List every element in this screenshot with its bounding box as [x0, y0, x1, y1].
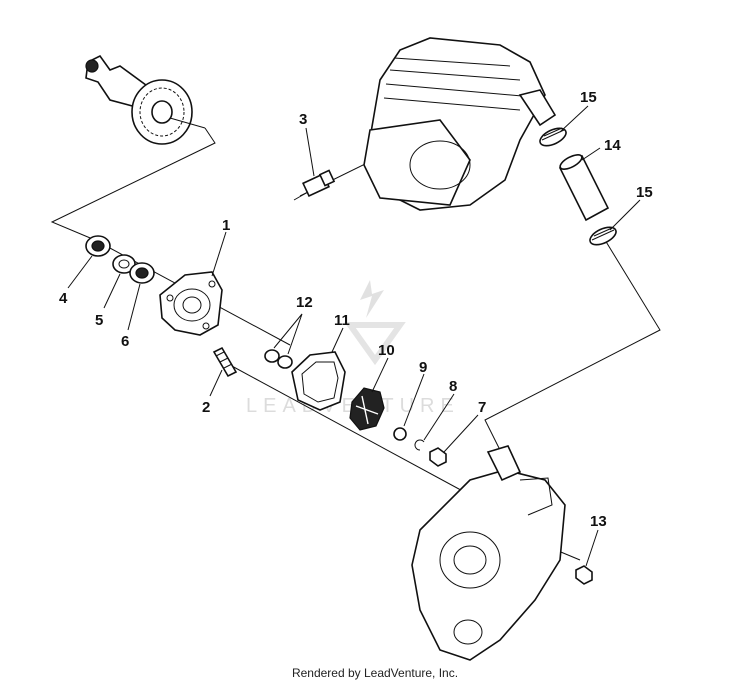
callout-8: 8	[449, 378, 457, 395]
callout-leaders	[67, 105, 641, 567]
callout-11: 11	[334, 312, 350, 329]
part-hose-clamp-lower	[589, 226, 617, 246]
callout-9: 9	[419, 359, 427, 376]
engine-crankcase-cover	[411, 445, 566, 661]
part-bearing-right	[129, 262, 155, 284]
callout-15-lower: 15	[636, 184, 653, 201]
callout-13: 13	[590, 513, 607, 530]
callout-1: 1	[222, 217, 230, 234]
callout-7: 7	[478, 399, 486, 416]
callout-4: 4	[59, 290, 68, 307]
leadventure-watermark: LEADVENTURE	[246, 280, 454, 417]
part-circlip	[414, 439, 425, 451]
part-gasket	[291, 351, 346, 411]
callout-10: 10	[378, 342, 395, 359]
part-stud-bolt	[212, 346, 238, 378]
part-temperature-sensor	[293, 169, 336, 201]
render-credit: Rendered by LeadVenture, Inc.	[291, 666, 459, 680]
callout-5: 5	[95, 312, 103, 329]
callout-12: 12	[296, 294, 313, 311]
camshaft-gear	[85, 54, 206, 145]
callout-14: 14	[604, 137, 621, 154]
engine-cylinder-head	[363, 37, 557, 211]
callout-labels: 1 2 3 4 5 6 7 8 9 10 11 12 13 14 15 15	[59, 89, 653, 530]
part-impeller	[349, 387, 385, 431]
part-o-rings	[264, 349, 293, 369]
callout-6: 6	[121, 333, 129, 350]
part-coolant-hose	[558, 154, 610, 222]
callout-2: 2	[202, 399, 210, 416]
part-drain-nut	[575, 565, 593, 585]
part-bearing-left	[85, 235, 111, 257]
part-nut	[429, 447, 447, 467]
callout-15-upper: 15	[580, 89, 597, 106]
part-washer	[393, 427, 407, 441]
callout-3: 3	[299, 111, 307, 128]
part-water-pump-housing	[159, 271, 223, 336]
